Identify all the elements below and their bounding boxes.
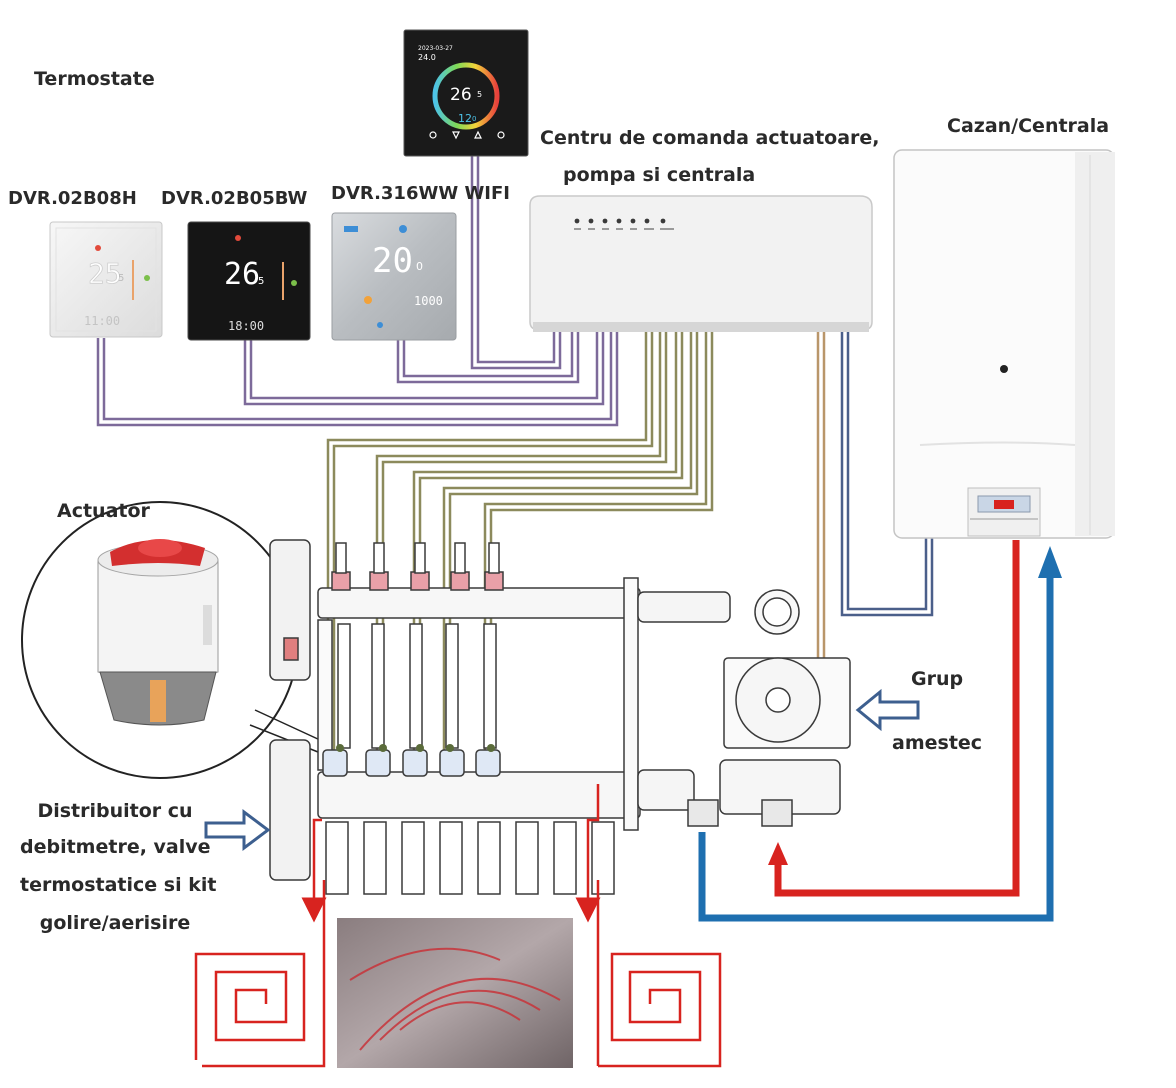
thermostat-white-icon: 25 5 11:00 — [49, 221, 163, 338]
distributor-arrow — [204, 809, 271, 851]
actuator-wires — [326, 330, 714, 752]
control-box-icon — [529, 195, 873, 332]
svg-text:5: 5 — [477, 90, 482, 99]
cold-pipe — [698, 546, 1062, 922]
manifold-icon — [269, 539, 731, 895]
label-cazan-centrala: Cazan/Centrala — [947, 115, 1110, 137]
thermostat-black-icon: 26 5 18:00 — [187, 221, 311, 341]
svg-text:2023-03-27: 2023-03-27 — [418, 45, 453, 52]
svg-text:24.0: 24.0 — [418, 53, 436, 62]
manifold-flow-markers — [301, 784, 601, 923]
mixing-group-arrow — [855, 688, 920, 732]
floor-heating-loop-icon — [194, 880, 722, 1068]
label-model-dvr-02b08h: DVR.02B08H — [8, 188, 137, 209]
thermostat-silver-icon: 20 0 1000 — [331, 212, 457, 341]
label-model-dvr-316ww-wifi: DVR.316WW WIFI — [331, 183, 510, 204]
label-distribuitor-4: golire/aerisire — [39, 912, 191, 934]
pump-icon — [687, 589, 851, 827]
label-distribuitor-1: Distribuitor cu — [37, 800, 193, 822]
svg-text:5: 5 — [118, 273, 124, 284]
boiler-icon — [893, 149, 1115, 539]
thermostat-white-temp: 25 — [88, 257, 122, 290]
thermostat-silver-temp: 20 — [372, 241, 413, 281]
label-distribuitor-2: debitmetre, valve — [20, 836, 211, 858]
label-grup: Grup — [911, 668, 964, 690]
svg-text:0: 0 — [416, 260, 423, 273]
wifi-thermostat-icon: 2023-03-27 24.0 26 5 12 0 — [403, 29, 529, 157]
svg-text:11:00: 11:00 — [84, 314, 120, 328]
svg-text:12: 12 — [458, 112, 472, 125]
hot-pipe — [768, 540, 1020, 897]
wifi-thermostat-temp: 26 — [450, 85, 472, 105]
svg-text:0: 0 — [472, 115, 476, 123]
label-actuator: Actuator — [57, 500, 150, 522]
label-model-dvr-02b05bw: DVR.02B05BW — [161, 188, 308, 209]
thermostat-black-temp: 26 — [224, 257, 260, 292]
label-centru-comanda-2: pompa si centrala — [563, 164, 756, 186]
thermostat-wires — [96, 156, 619, 427]
pump-boiler-wires — [816, 330, 934, 660]
svg-text:5: 5 — [258, 276, 264, 287]
label-centru-comanda-1: Centru de comanda actuatoare, — [540, 127, 880, 149]
label-amestec: amestec — [892, 732, 983, 754]
actuator-icon — [21, 501, 321, 779]
svg-text:1000: 1000 — [414, 294, 443, 308]
label-distribuitor-3: termostatice si kit — [20, 874, 217, 896]
label-termostate: Termostate — [34, 68, 155, 90]
actuator-heads — [336, 744, 495, 752]
svg-text:18:00: 18:00 — [228, 319, 264, 333]
